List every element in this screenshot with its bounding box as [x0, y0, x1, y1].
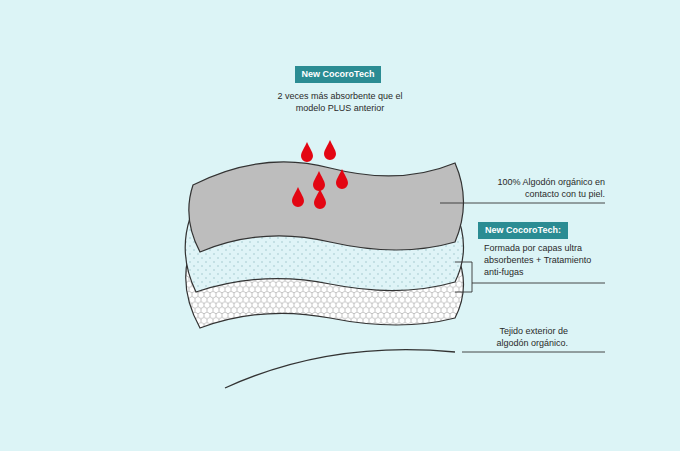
badge-text: New CocoroTech [302, 69, 375, 80]
headline-text: 2 veces más absorbente que el modelo PLU… [275, 90, 405, 114]
layer-label: Formada por capas ultra absorbentes + Tr… [484, 242, 596, 278]
layer-label: Tejido exterior de algodón orgánico. [468, 325, 568, 349]
cotton-top-layer [189, 162, 464, 252]
bottom-outer-layer [225, 350, 455, 388]
badge: New CocoroTech: [478, 222, 568, 239]
badge: New CocoroTech [295, 66, 382, 83]
blood-drops [292, 140, 348, 209]
badge-text: New CocoroTech: [485, 225, 561, 236]
leader-lines [440, 203, 605, 352]
layer-label: 100% Algodón orgánico en contacto con tu… [470, 176, 605, 200]
